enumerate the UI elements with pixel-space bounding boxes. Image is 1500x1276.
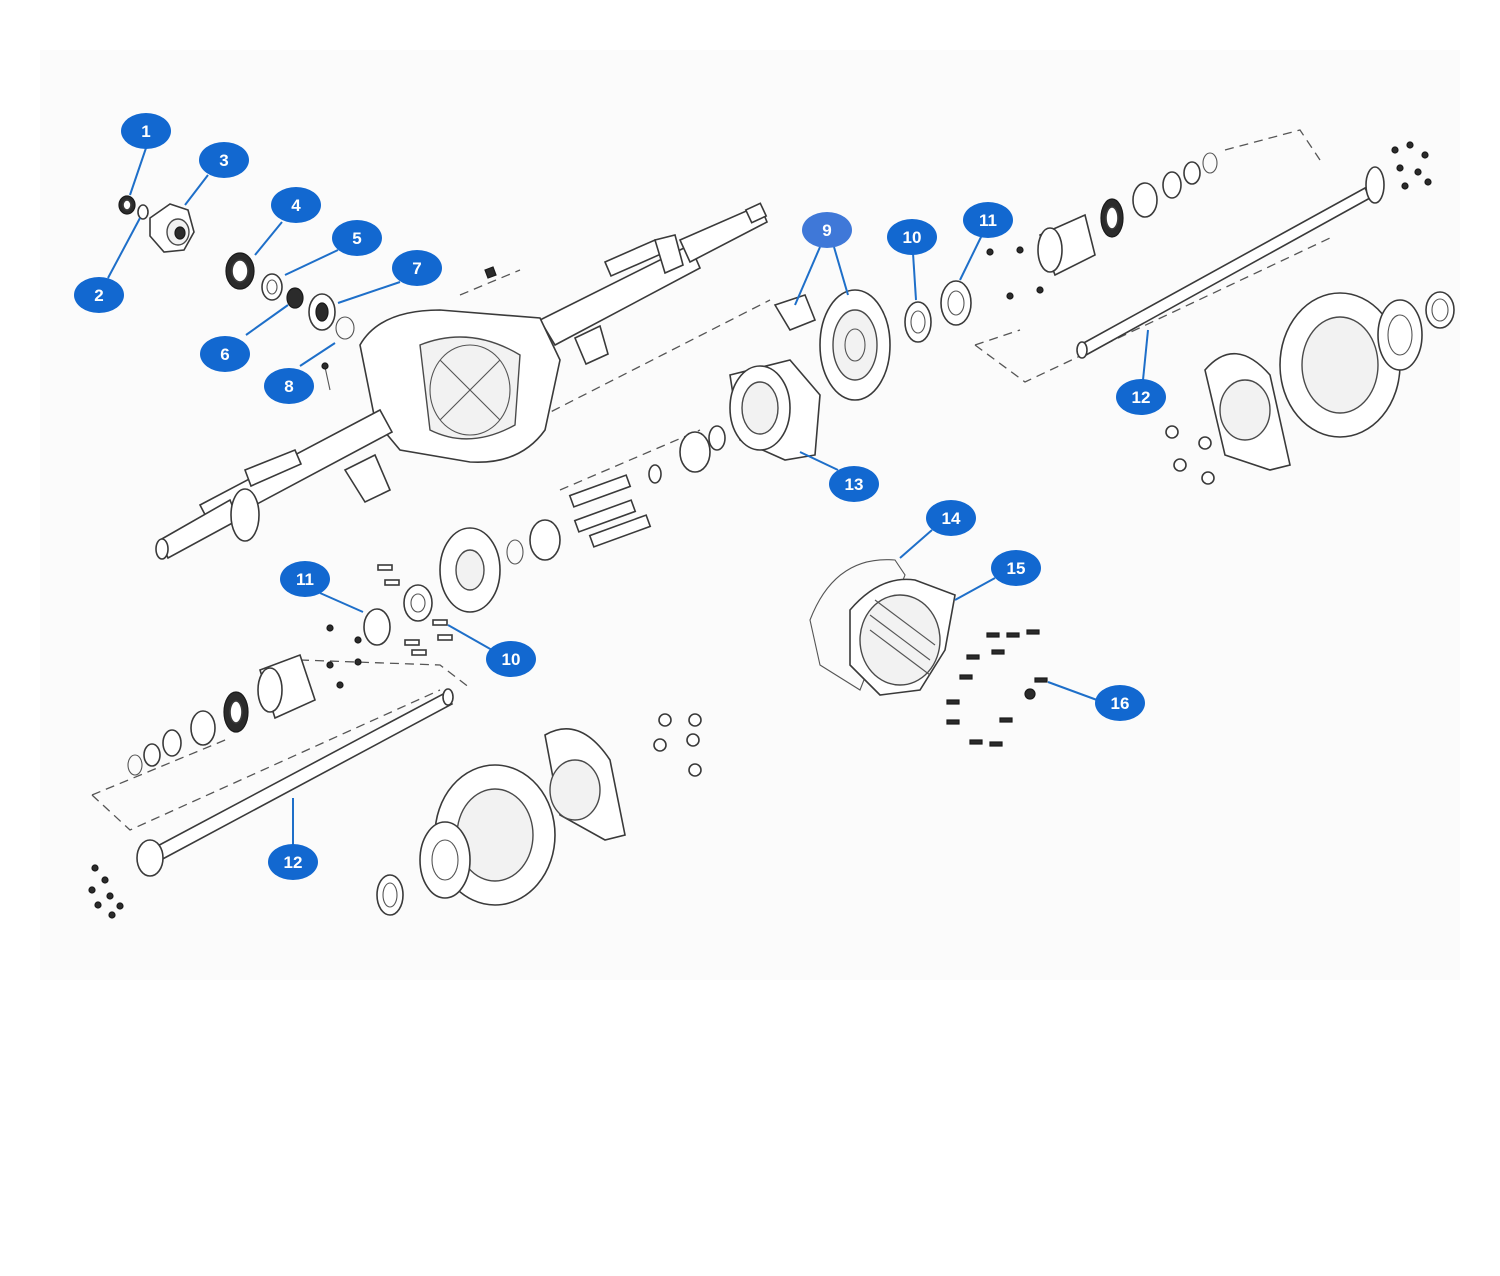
svg-text:9: 9	[822, 221, 831, 240]
axle-housing	[155, 202, 769, 560]
callout-6[interactable]: 6	[200, 336, 250, 372]
callout-13[interactable]: 13	[829, 466, 879, 502]
differential-case	[506, 359, 821, 565]
axle-shaft-lower	[88, 688, 454, 919]
ring-and-pinion-gear	[773, 289, 891, 401]
callout-5[interactable]: 5	[332, 220, 382, 256]
callout-15[interactable]: 15	[991, 550, 1041, 586]
svg-text:4: 4	[291, 196, 301, 215]
callout-7[interactable]: 7	[392, 250, 442, 286]
svg-text:7: 7	[412, 259, 421, 278]
svg-text:12: 12	[1132, 388, 1151, 407]
svg-text:1: 1	[141, 122, 150, 141]
carrier-bearing-upper	[904, 280, 972, 343]
callout-4[interactable]: 4	[271, 187, 321, 223]
svg-text:5: 5	[352, 229, 361, 248]
lower-brake-assembly	[376, 713, 702, 916]
svg-text:16: 16	[1111, 694, 1130, 713]
upper-axle-seal-set	[986, 152, 1218, 300]
pinion-bearing-stack	[225, 252, 497, 391]
pinion-yoke-flange	[118, 195, 195, 253]
svg-text:11: 11	[296, 570, 314, 589]
svg-text:10: 10	[903, 228, 922, 247]
callout-3[interactable]: 3	[199, 142, 249, 178]
callout-8[interactable]: 8	[264, 368, 314, 404]
callout-11-lower[interactable]: 11	[280, 561, 330, 597]
carrier-bearing-lower	[363, 527, 501, 656]
callout-11-upper[interactable]: 11	[963, 202, 1013, 238]
axle-shaft-upper	[1076, 141, 1432, 359]
diff-cover-gasket	[809, 559, 906, 691]
callout-14[interactable]: 14	[926, 500, 976, 536]
callout-12-lower[interactable]: 12	[268, 844, 318, 880]
assembly-guide-lines	[91, 129, 1331, 831]
callout-1[interactable]: 1	[121, 113, 171, 149]
cover-bolts	[946, 629, 1048, 747]
upper-brake-assembly	[1165, 291, 1455, 485]
callout-16[interactable]: 16	[1095, 685, 1145, 721]
svg-text:10: 10	[502, 650, 521, 669]
callout-10-upper[interactable]: 10	[887, 219, 937, 255]
callout-10-lower[interactable]: 10	[486, 641, 536, 677]
svg-text:12: 12	[284, 853, 303, 872]
callout-9[interactable]: 9	[802, 212, 852, 248]
callout-leader-lines	[107, 147, 1149, 845]
callout-2[interactable]: 2	[74, 277, 124, 313]
diff-cover	[849, 578, 956, 696]
svg-text:15: 15	[1007, 559, 1026, 578]
svg-text:14: 14	[942, 509, 961, 528]
svg-text:6: 6	[220, 345, 229, 364]
svg-text:11: 11	[979, 211, 997, 230]
lower-axle-seal-set	[127, 624, 362, 776]
svg-text:13: 13	[845, 475, 864, 494]
svg-text:8: 8	[284, 377, 293, 396]
callout-12-upper[interactable]: 12	[1116, 379, 1166, 415]
svg-text:3: 3	[219, 151, 228, 170]
svg-text:2: 2	[94, 286, 103, 305]
